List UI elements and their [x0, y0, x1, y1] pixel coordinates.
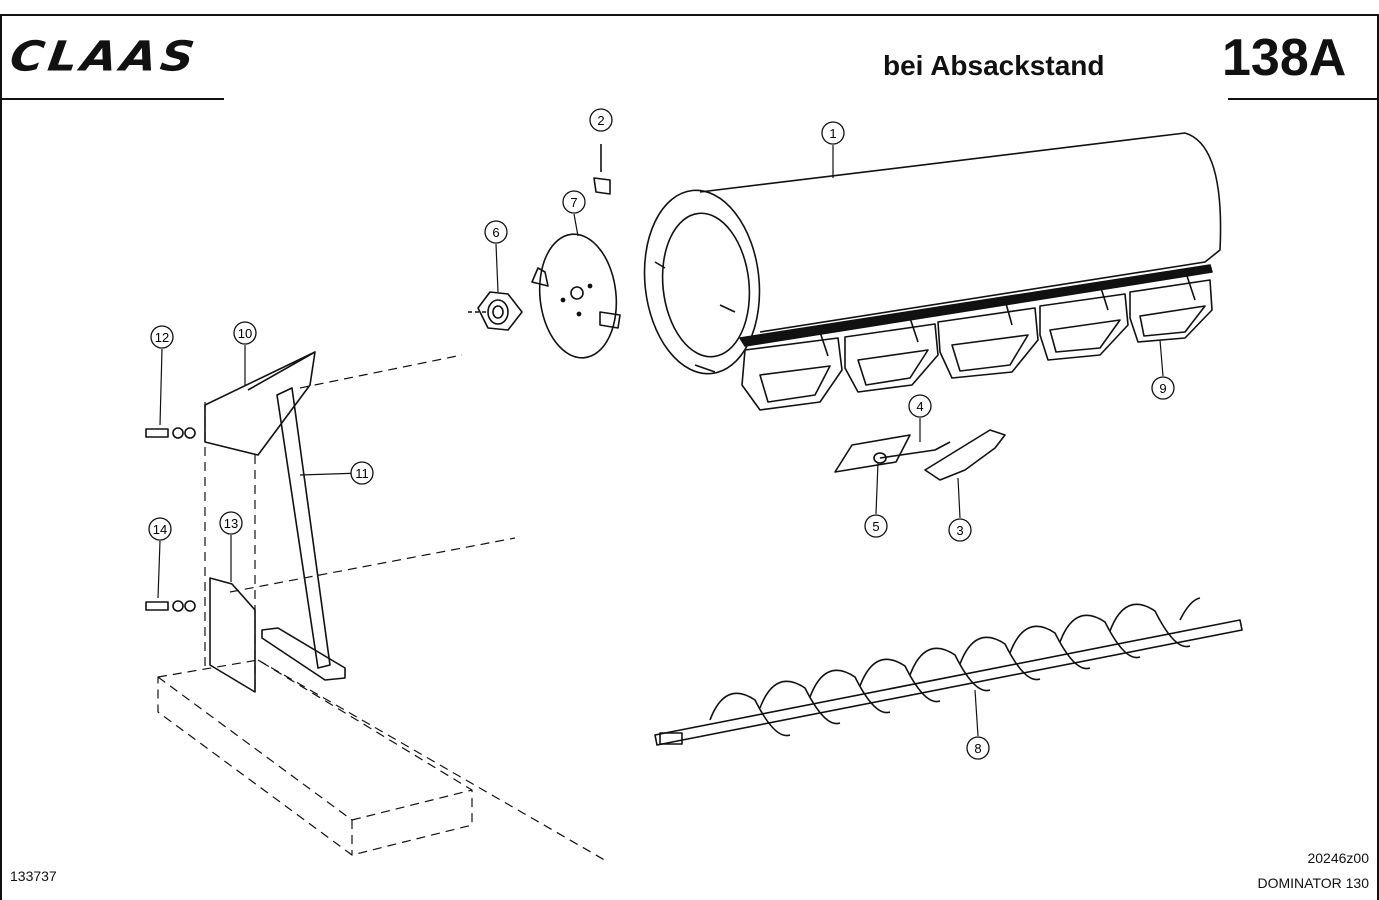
mounting-plate-part-13	[209, 577, 256, 693]
callout-12: 12	[150, 325, 174, 349]
svg-text:12: 12	[155, 330, 169, 345]
callout-1: 1	[821, 121, 845, 145]
frame-right-border	[1377, 14, 1379, 900]
callout-7: 7	[562, 190, 586, 214]
alignment-lines	[157, 354, 609, 863]
callout-4: 4	[908, 394, 932, 418]
bearing-flange-part-6	[468, 291, 523, 331]
callout-13: 13	[219, 511, 243, 535]
drawing-number: 133737	[10, 868, 57, 884]
header-rule-right	[1228, 98, 1379, 100]
svg-text:4: 4	[916, 399, 923, 414]
frame-top-border	[0, 14, 1379, 16]
callout-5: 5	[864, 514, 888, 538]
diagram-subtitle: bei Absackstand	[883, 50, 1105, 81]
drum-part-1	[643, 132, 1222, 375]
svg-text:14: 14	[153, 522, 167, 537]
callout-11: 11	[350, 461, 374, 485]
svg-text:1: 1	[829, 126, 836, 141]
support-frame-parts-10-11	[204, 351, 346, 681]
header-rule-left	[0, 98, 224, 100]
svg-text:5: 5	[872, 519, 879, 534]
callout-labels: 1 2 3 4 5 6 7	[148, 108, 1175, 760]
callout-8: 8	[966, 736, 990, 760]
bracket-part-2	[593, 144, 611, 195]
hopper-row-part-9	[741, 269, 1213, 411]
svg-text:8: 8	[974, 741, 981, 756]
svg-text:9: 9	[1159, 381, 1166, 396]
frame-left-border	[0, 14, 2, 900]
svg-text:3: 3	[956, 523, 963, 538]
svg-text:2: 2	[597, 113, 604, 128]
auger-part-8	[654, 597, 1243, 746]
bolt-set-part-12	[145, 427, 196, 439]
callout-6: 6	[484, 220, 508, 244]
svg-text:13: 13	[224, 516, 238, 531]
callout-2: 2	[589, 108, 613, 132]
svg-text:11: 11	[355, 466, 369, 481]
page-number: 138A	[1222, 29, 1347, 87]
svg-text:6: 6	[492, 225, 499, 240]
cover-plate-part-7	[531, 233, 621, 359]
callout-10: 10	[233, 321, 257, 345]
callout-14: 14	[148, 517, 172, 541]
svg-text:7: 7	[570, 195, 577, 210]
reference-code: 20246z00	[1307, 850, 1369, 866]
leader-lines	[157, 145, 1164, 737]
callout-3: 3	[948, 518, 972, 542]
callout-9: 9	[1151, 376, 1175, 400]
model-name: DOMINATOR 130	[1257, 875, 1369, 891]
slide-gate-parts-3-4-5	[834, 429, 1006, 481]
bolt-set-part-14	[145, 600, 196, 612]
svg-text:10: 10	[238, 326, 252, 341]
